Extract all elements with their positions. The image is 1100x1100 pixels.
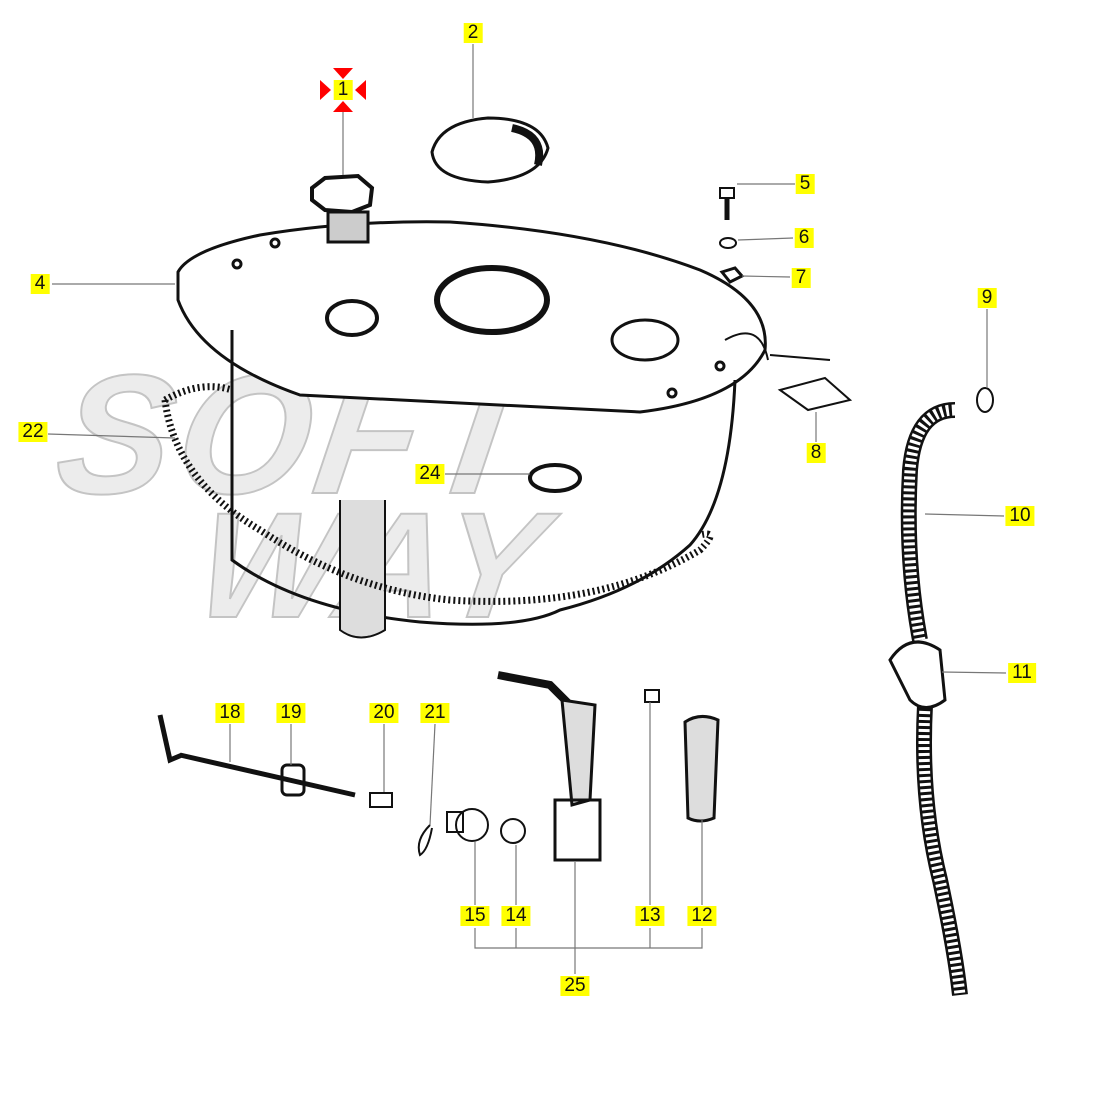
- callout-6[interactable]: 6: [794, 228, 814, 248]
- clip: [777, 376, 853, 412]
- callout-11[interactable]: 11: [1008, 663, 1036, 683]
- callout-12[interactable]: 12: [687, 906, 717, 926]
- fuel-cap: [310, 173, 375, 215]
- callout-18[interactable]: 18: [215, 703, 245, 723]
- tank-tube: [339, 500, 386, 639]
- callout-25[interactable]: 25: [560, 976, 590, 996]
- callout-24[interactable]: 24: [415, 464, 445, 484]
- callout-20[interactable]: 20: [369, 703, 399, 723]
- callout-4[interactable]: 4: [30, 274, 50, 294]
- fuel-tank-body: [230, 330, 737, 626]
- callout-19[interactable]: 19: [276, 703, 306, 723]
- filler-neck: [434, 265, 550, 335]
- fuel-tap: [560, 698, 597, 807]
- callout-2[interactable]: 2: [463, 23, 483, 43]
- callout-7[interactable]: 7: [791, 268, 811, 288]
- callout-14[interactable]: 14: [501, 906, 531, 926]
- fuel-hose: [900, 402, 956, 642]
- callout-21[interactable]: 21: [420, 703, 450, 723]
- inline-filter: [888, 640, 947, 709]
- fuel-tank-top: [176, 220, 767, 414]
- filter-screen: [683, 715, 720, 823]
- gasket: [161, 383, 714, 605]
- callout-9[interactable]: 9: [977, 288, 997, 308]
- cap-cover: [430, 116, 550, 184]
- callout-13[interactable]: 13: [635, 906, 665, 926]
- selection-marker: [320, 68, 366, 112]
- callout-5[interactable]: 5: [795, 174, 815, 194]
- callout-1[interactable]: 1: [333, 80, 353, 100]
- leader-lines: [47, 44, 1007, 974]
- callout-15[interactable]: 15: [460, 906, 490, 926]
- callout-8[interactable]: 8: [806, 443, 826, 463]
- callout-10[interactable]: 10: [1005, 506, 1035, 526]
- callout-22[interactable]: 22: [18, 422, 48, 442]
